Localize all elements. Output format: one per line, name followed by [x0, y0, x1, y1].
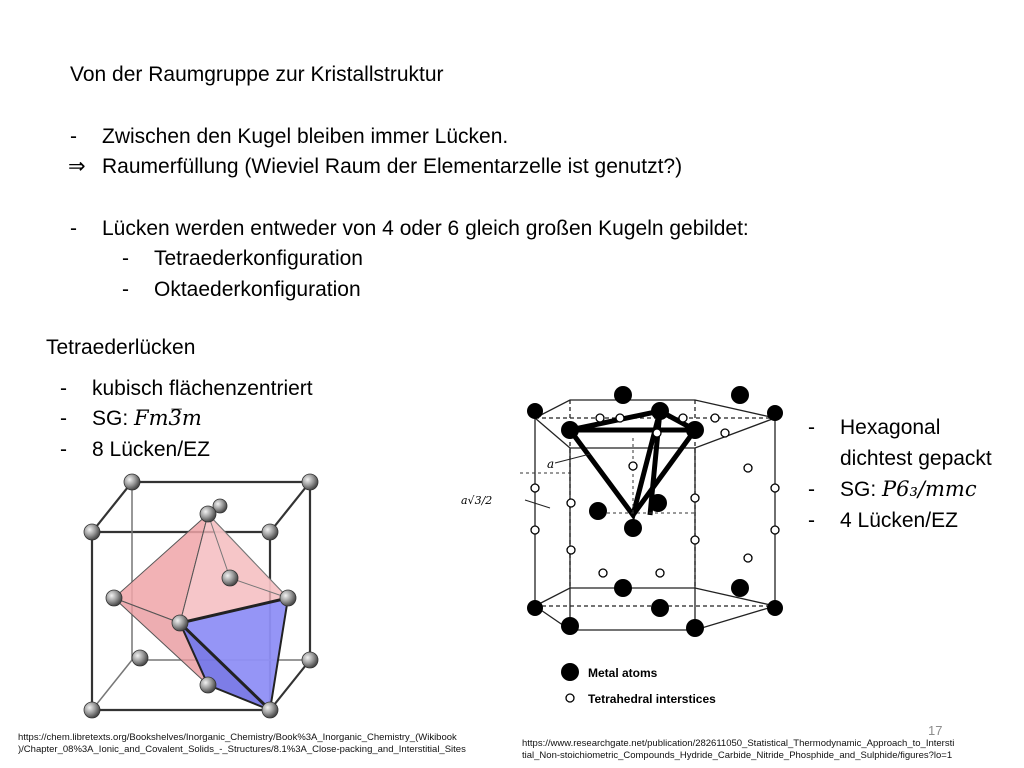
red-polyhedron	[113, 512, 289, 686]
intro-line-3: Lücken werden entweder von 4 oder 6 glei…	[102, 217, 749, 240]
sub-item-tetraeder: Tetraederkonfiguration	[154, 247, 363, 270]
source-left-line-2[interactable]: )/Chapter_08%3A_Ionic_and_Covalent_Solid…	[18, 743, 466, 755]
bullet-marker: -	[60, 407, 67, 430]
bullet-marker: -	[70, 125, 77, 148]
right-item-voids: 4 Lücken/EZ	[840, 509, 958, 532]
section-heading-tetraederluecken: Tetraederlücken	[46, 336, 196, 359]
intro-line-2: Raumerfüllung (Wieviel Raum der Elementa…	[102, 155, 683, 178]
left-item-spacegroup: SG: Fm3̅m	[92, 406, 202, 430]
bullet-marker: -	[70, 217, 77, 240]
implies-arrow-icon: ⇒	[68, 154, 86, 178]
slide-title: Von der Raumgruppe zur Kristallstruktur	[70, 63, 444, 86]
sub-item-oktaeder: Oktaederkonfiguration	[154, 278, 361, 301]
right-item-hexagonal-2: dichtest gepackt	[840, 447, 992, 470]
legend-tetra-icon	[565, 693, 575, 703]
sub-bullet-marker: -	[122, 278, 129, 301]
spacegroup-fm3m: Fm3̅m	[134, 406, 202, 430]
intro-line-1: Zwischen den Kugel bleiben immer Lücken.	[102, 125, 509, 148]
source-left-line-1[interactable]: https://chem.libretexts.org/Bookshelves/…	[18, 732, 457, 743]
source-right-line-2[interactable]: tial_Non-stoichiometric_Compounds_Hydrid…	[522, 749, 953, 761]
atoms	[83, 473, 319, 719]
left-item-fcc: kubisch flächenzentriert	[92, 377, 313, 400]
bullet-marker: -	[60, 438, 67, 461]
legend-metal-icon	[561, 663, 579, 681]
page-number: 17	[928, 723, 943, 738]
source-right-line-1[interactable]: https://www.researchgate.net/publication…	[522, 738, 955, 749]
metal-atoms	[527, 386, 783, 637]
left-item-voids: 8 Lücken/EZ	[92, 438, 210, 461]
source-link-left[interactable]: https://chem.libretexts.org/Bookshelves/…	[18, 732, 466, 756]
bullet-marker: -	[808, 416, 815, 439]
legend-metal-label: Metal atoms	[588, 666, 658, 680]
sub-bullet-marker: -	[122, 247, 129, 270]
label-height: a√3/2	[461, 494, 492, 507]
spacegroup-p63mmc: P6₃/mmc	[882, 477, 977, 501]
bullet-marker: -	[60, 377, 67, 400]
fcc-tetrahedral-figure	[83, 473, 319, 719]
label-a: a	[547, 457, 554, 471]
source-link-right[interactable]: https://www.researchgate.net/publication…	[522, 738, 954, 762]
right-item-spacegroup: SG: P6₃/mmc	[840, 477, 977, 501]
legend-tetra-label: Tetrahedral interstices	[588, 692, 716, 706]
cube-edges	[90, 480, 312, 712]
right-item-hexagonal: Hexagonal	[840, 416, 941, 439]
bullet-marker: -	[808, 509, 815, 532]
hcp-tetrahedral-figure: a a√3/2	[461, 386, 783, 706]
bullet-marker: -	[808, 478, 815, 501]
tetrahedral-interstices	[530, 413, 780, 578]
